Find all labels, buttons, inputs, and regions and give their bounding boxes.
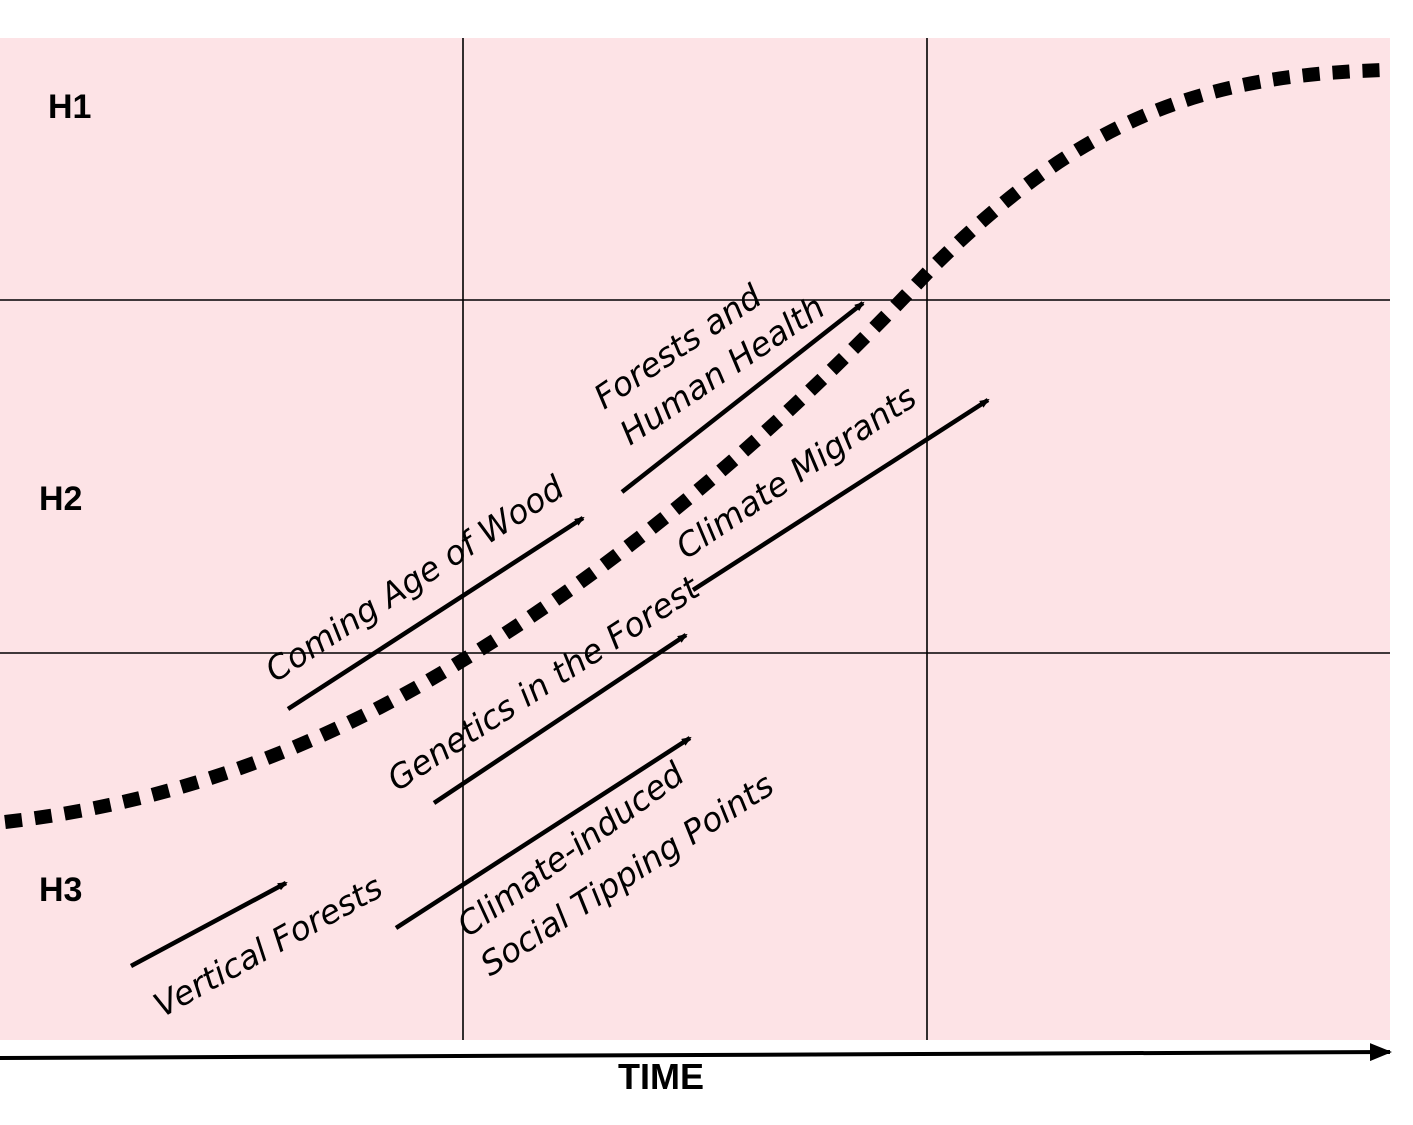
time-axis-arrow <box>0 1043 1392 1062</box>
arrow-vertical-forests <box>129 881 288 968</box>
dotted-s-curve <box>4 63 1386 829</box>
arrow-genetics-in-forest <box>432 633 688 805</box>
arrow-climate-migrants <box>691 398 990 592</box>
arrow-coming-age-of-wood <box>286 516 585 711</box>
horizon-label-h2: H2 <box>39 480 82 518</box>
arrow-forests-human-health <box>620 301 865 494</box>
horizon-label-h3: H3 <box>39 871 82 909</box>
horizon-label-h1: H1 <box>48 88 91 126</box>
time-axis-title: TIME <box>618 1056 704 1097</box>
background-panel <box>0 38 1390 1040</box>
arrow-climate-induced <box>394 736 692 930</box>
